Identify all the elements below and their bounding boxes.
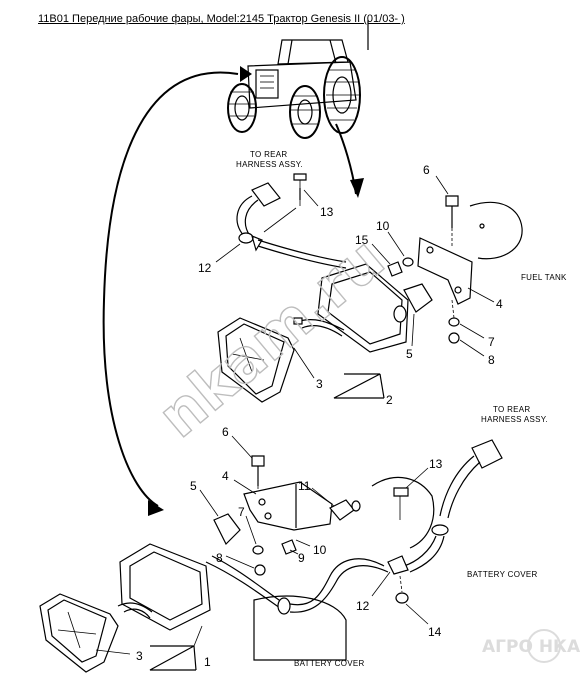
- svg-text:АГРО НКА: АГРО НКА: [482, 637, 581, 657]
- callout-14: 14: [428, 625, 442, 639]
- callout-10-lower: 10: [313, 543, 327, 557]
- callout-15: 15: [355, 233, 369, 247]
- label-to-rear-harness-top-1: TO REAR: [250, 150, 288, 159]
- label-to-rear-harness-top-2: HARNESS ASSY.: [236, 160, 303, 169]
- callout-2: 2: [386, 393, 393, 407]
- callout-4-upper: 4: [496, 297, 503, 311]
- callout-6-upper: 6: [423, 163, 430, 177]
- label-battery-cover-right: BATTERY COVER: [467, 570, 538, 579]
- callout-13-upper: 13: [320, 205, 334, 219]
- callout-8-upper: 8: [488, 353, 495, 367]
- label-fuel-tank: FUEL TANK: [521, 273, 567, 282]
- label-battery-cover-bottom: BATTERY COVER: [294, 659, 365, 668]
- callout-5-upper: 5: [406, 347, 413, 361]
- label-to-rear-harness-bottom-2: HARNESS ASSY.: [481, 415, 548, 424]
- callout-3-upper: 3: [316, 377, 323, 391]
- callout-7-upper: 7: [488, 335, 495, 349]
- leader-lines: [95, 175, 495, 655]
- callouts-upper: 6 10 15 13 12 4 5 7 8 3 2: [198, 163, 503, 407]
- callout-4-lower: 4: [222, 469, 229, 483]
- upper-assembly: [217, 173, 523, 403]
- agro-logo: АГРО НКА: [482, 629, 581, 663]
- callout-3-lower: 3: [136, 649, 143, 663]
- callout-13-lower: 13: [429, 457, 443, 471]
- callout-1: 1: [204, 655, 211, 669]
- callout-12-lower: 12: [356, 599, 370, 613]
- callout-5-lower: 5: [190, 479, 197, 493]
- callouts-lower: 6 4 11 5 7 8 9 10 13 12 14 3 1: [136, 425, 443, 669]
- lower-assembly: [39, 439, 503, 673]
- callout-6-lower: 6: [222, 425, 229, 439]
- label-to-rear-harness-bottom-1: TO REAR: [493, 405, 531, 414]
- arrow-to-lower-assembly: [102, 71, 239, 507]
- callout-11: 11: [298, 479, 311, 493]
- callout-7-lower: 7: [238, 505, 245, 519]
- tractor-illustration: [227, 20, 369, 139]
- callout-8-lower: 8: [216, 551, 223, 565]
- page-title: 11B01 Передние рабочие фары, Model:2145 …: [38, 13, 405, 25]
- callout-10-upper: 10: [376, 219, 390, 233]
- callout-12-upper: 12: [198, 261, 212, 275]
- callout-9: 9: [298, 551, 305, 565]
